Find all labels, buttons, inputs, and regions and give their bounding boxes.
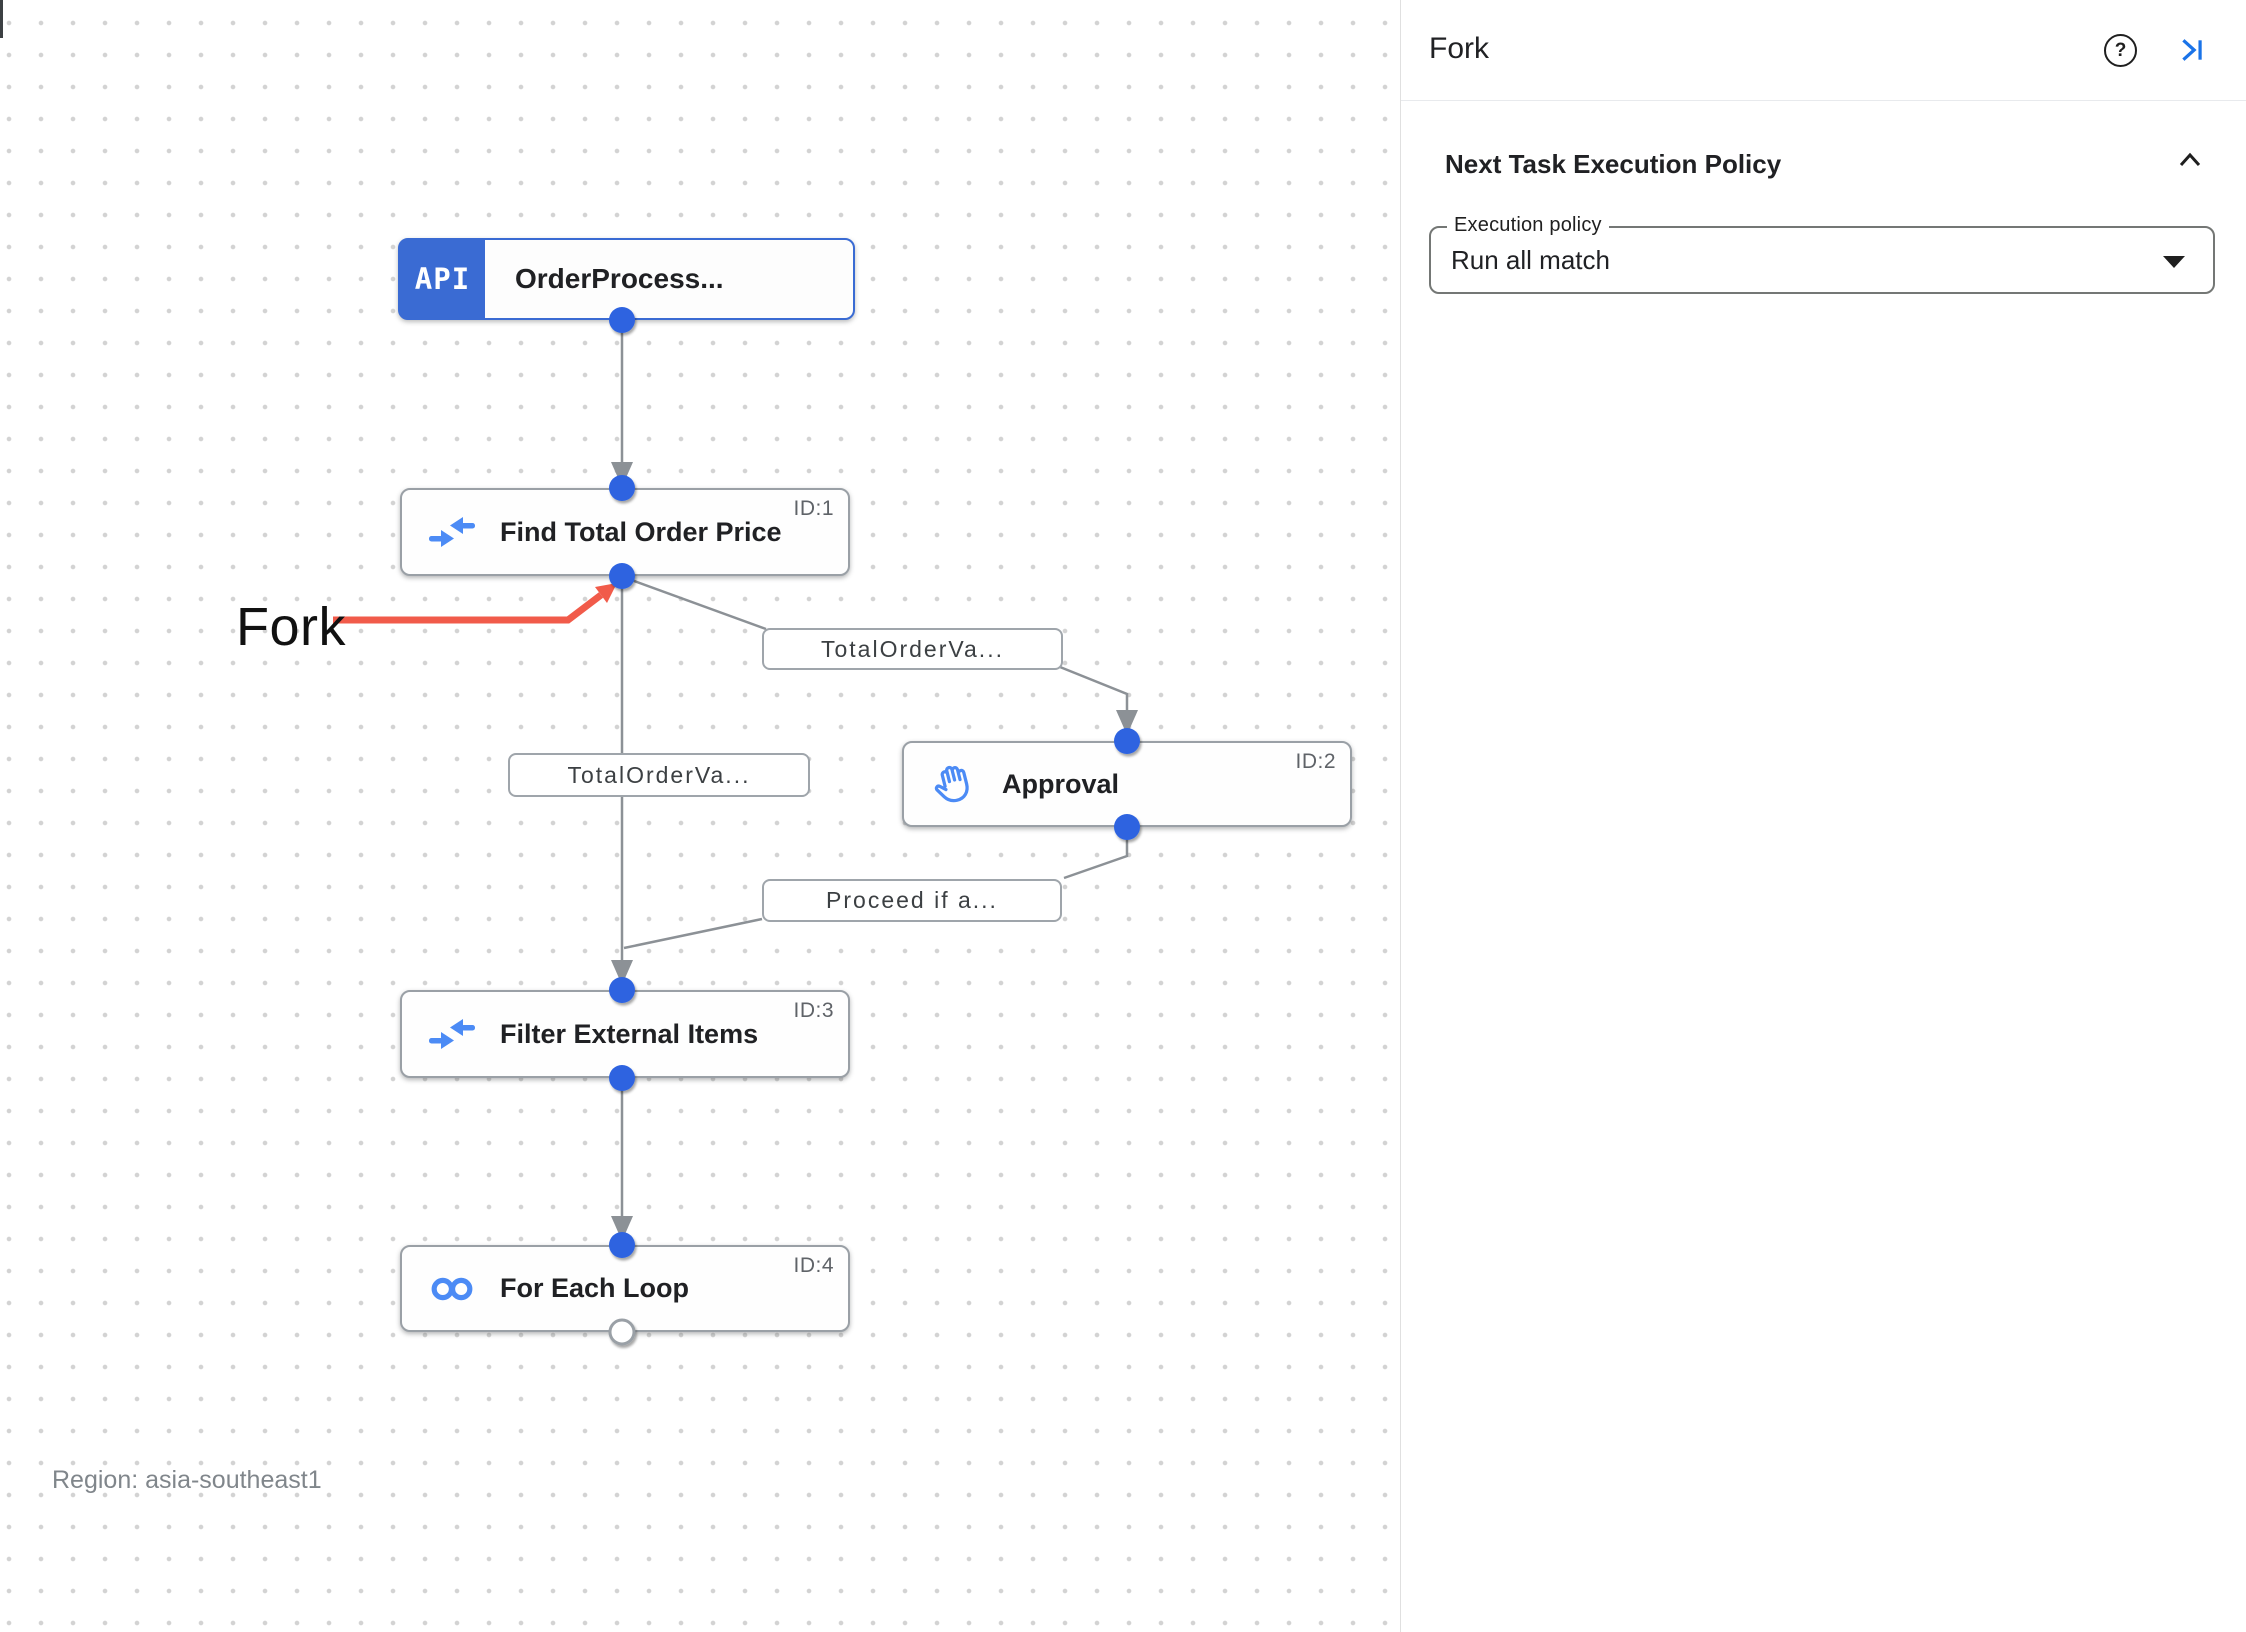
execution-policy-value: Run all match <box>1451 244 1610 275</box>
edge-label-text: TotalOrderVa... <box>821 635 1004 662</box>
node-title: Find Total Order Price <box>500 516 782 547</box>
edge-label-total-order-value-right[interactable]: TotalOrderVa... <box>762 628 1063 670</box>
panel-header: Fork ? <box>1401 0 2246 101</box>
region-label: Region: asia-southeast1 <box>52 1466 322 1494</box>
fork-annotation-arrow <box>333 592 604 624</box>
edge-line <box>623 917 763 950</box>
collapse-panel-icon[interactable] <box>2178 36 2206 64</box>
edge-line <box>1063 827 1129 880</box>
edge-line <box>1059 665 1129 712</box>
node-id-badge: ID:2 <box>1295 750 1336 773</box>
execution-policy-label: Execution policy <box>1447 214 1609 237</box>
node-approval[interactable]: ID:2 Approval <box>902 741 1352 827</box>
edge-arrowhead <box>611 960 633 985</box>
node-id-badge: ID:3 <box>793 999 834 1022</box>
edge-arrowhead <box>1116 710 1138 735</box>
node-order-process-trigger[interactable]: API OrderProcess... <box>398 238 855 320</box>
help-icon[interactable]: ? <box>2104 34 2137 67</box>
dropdown-caret-icon <box>2163 256 2185 268</box>
node-id-badge: ID:4 <box>793 1254 834 1277</box>
node-title: Filter External Items <box>500 1018 759 1049</box>
panel-title: Fork <box>1429 32 1489 65</box>
edge-arrowhead <box>611 1216 633 1241</box>
fork-annotation-label: Fork <box>236 597 346 657</box>
node-title: For Each Loop <box>500 1273 689 1303</box>
execution-policy-select[interactable]: Execution policy Run all match <box>1429 214 2215 294</box>
next-task-execution-policy-section[interactable]: Next Task Execution Policy <box>1401 101 2246 181</box>
node-title: Approval <box>1002 768 1120 799</box>
node-find-total-order-price[interactable]: ID:1 Find Total Order Price <box>400 488 850 576</box>
node-title: OrderProcess... <box>515 263 724 294</box>
edge-arrowhead <box>611 462 633 487</box>
edge-line <box>625 576 767 631</box>
workflow-canvas[interactable]: API OrderProcess... ID:1 Find Total Orde… <box>0 0 1400 1632</box>
help-glyph: ? <box>2114 39 2127 61</box>
section-title: Next Task Execution Policy <box>1445 149 1782 179</box>
approval-hand-icon <box>930 760 978 808</box>
data-mapping-icon <box>428 1010 476 1058</box>
edge-label-text: Proceed if a... <box>826 887 998 913</box>
canvas-edge-mark <box>0 0 3 38</box>
api-trigger-icon: API <box>400 240 485 318</box>
data-mapping-icon <box>428 508 476 556</box>
chevron-up-icon[interactable] <box>2176 149 2204 171</box>
edge-label-total-order-value-left[interactable]: TotalOrderVa... <box>508 753 810 797</box>
fork-config-panel: Fork ? Next Task Execution Policy Execut… <box>1400 0 2246 1632</box>
edge-label-proceed-if-approved[interactable]: Proceed if a... <box>762 879 1062 922</box>
node-for-each-loop[interactable]: ID:4 For Each Loop <box>400 1245 850 1332</box>
loop-infinity-icon <box>428 1265 476 1313</box>
node-filter-external-items[interactable]: ID:3 Filter External Items <box>400 990 850 1078</box>
edge-label-text: TotalOrderVa... <box>567 761 751 788</box>
node-id-badge: ID:1 <box>793 497 834 520</box>
